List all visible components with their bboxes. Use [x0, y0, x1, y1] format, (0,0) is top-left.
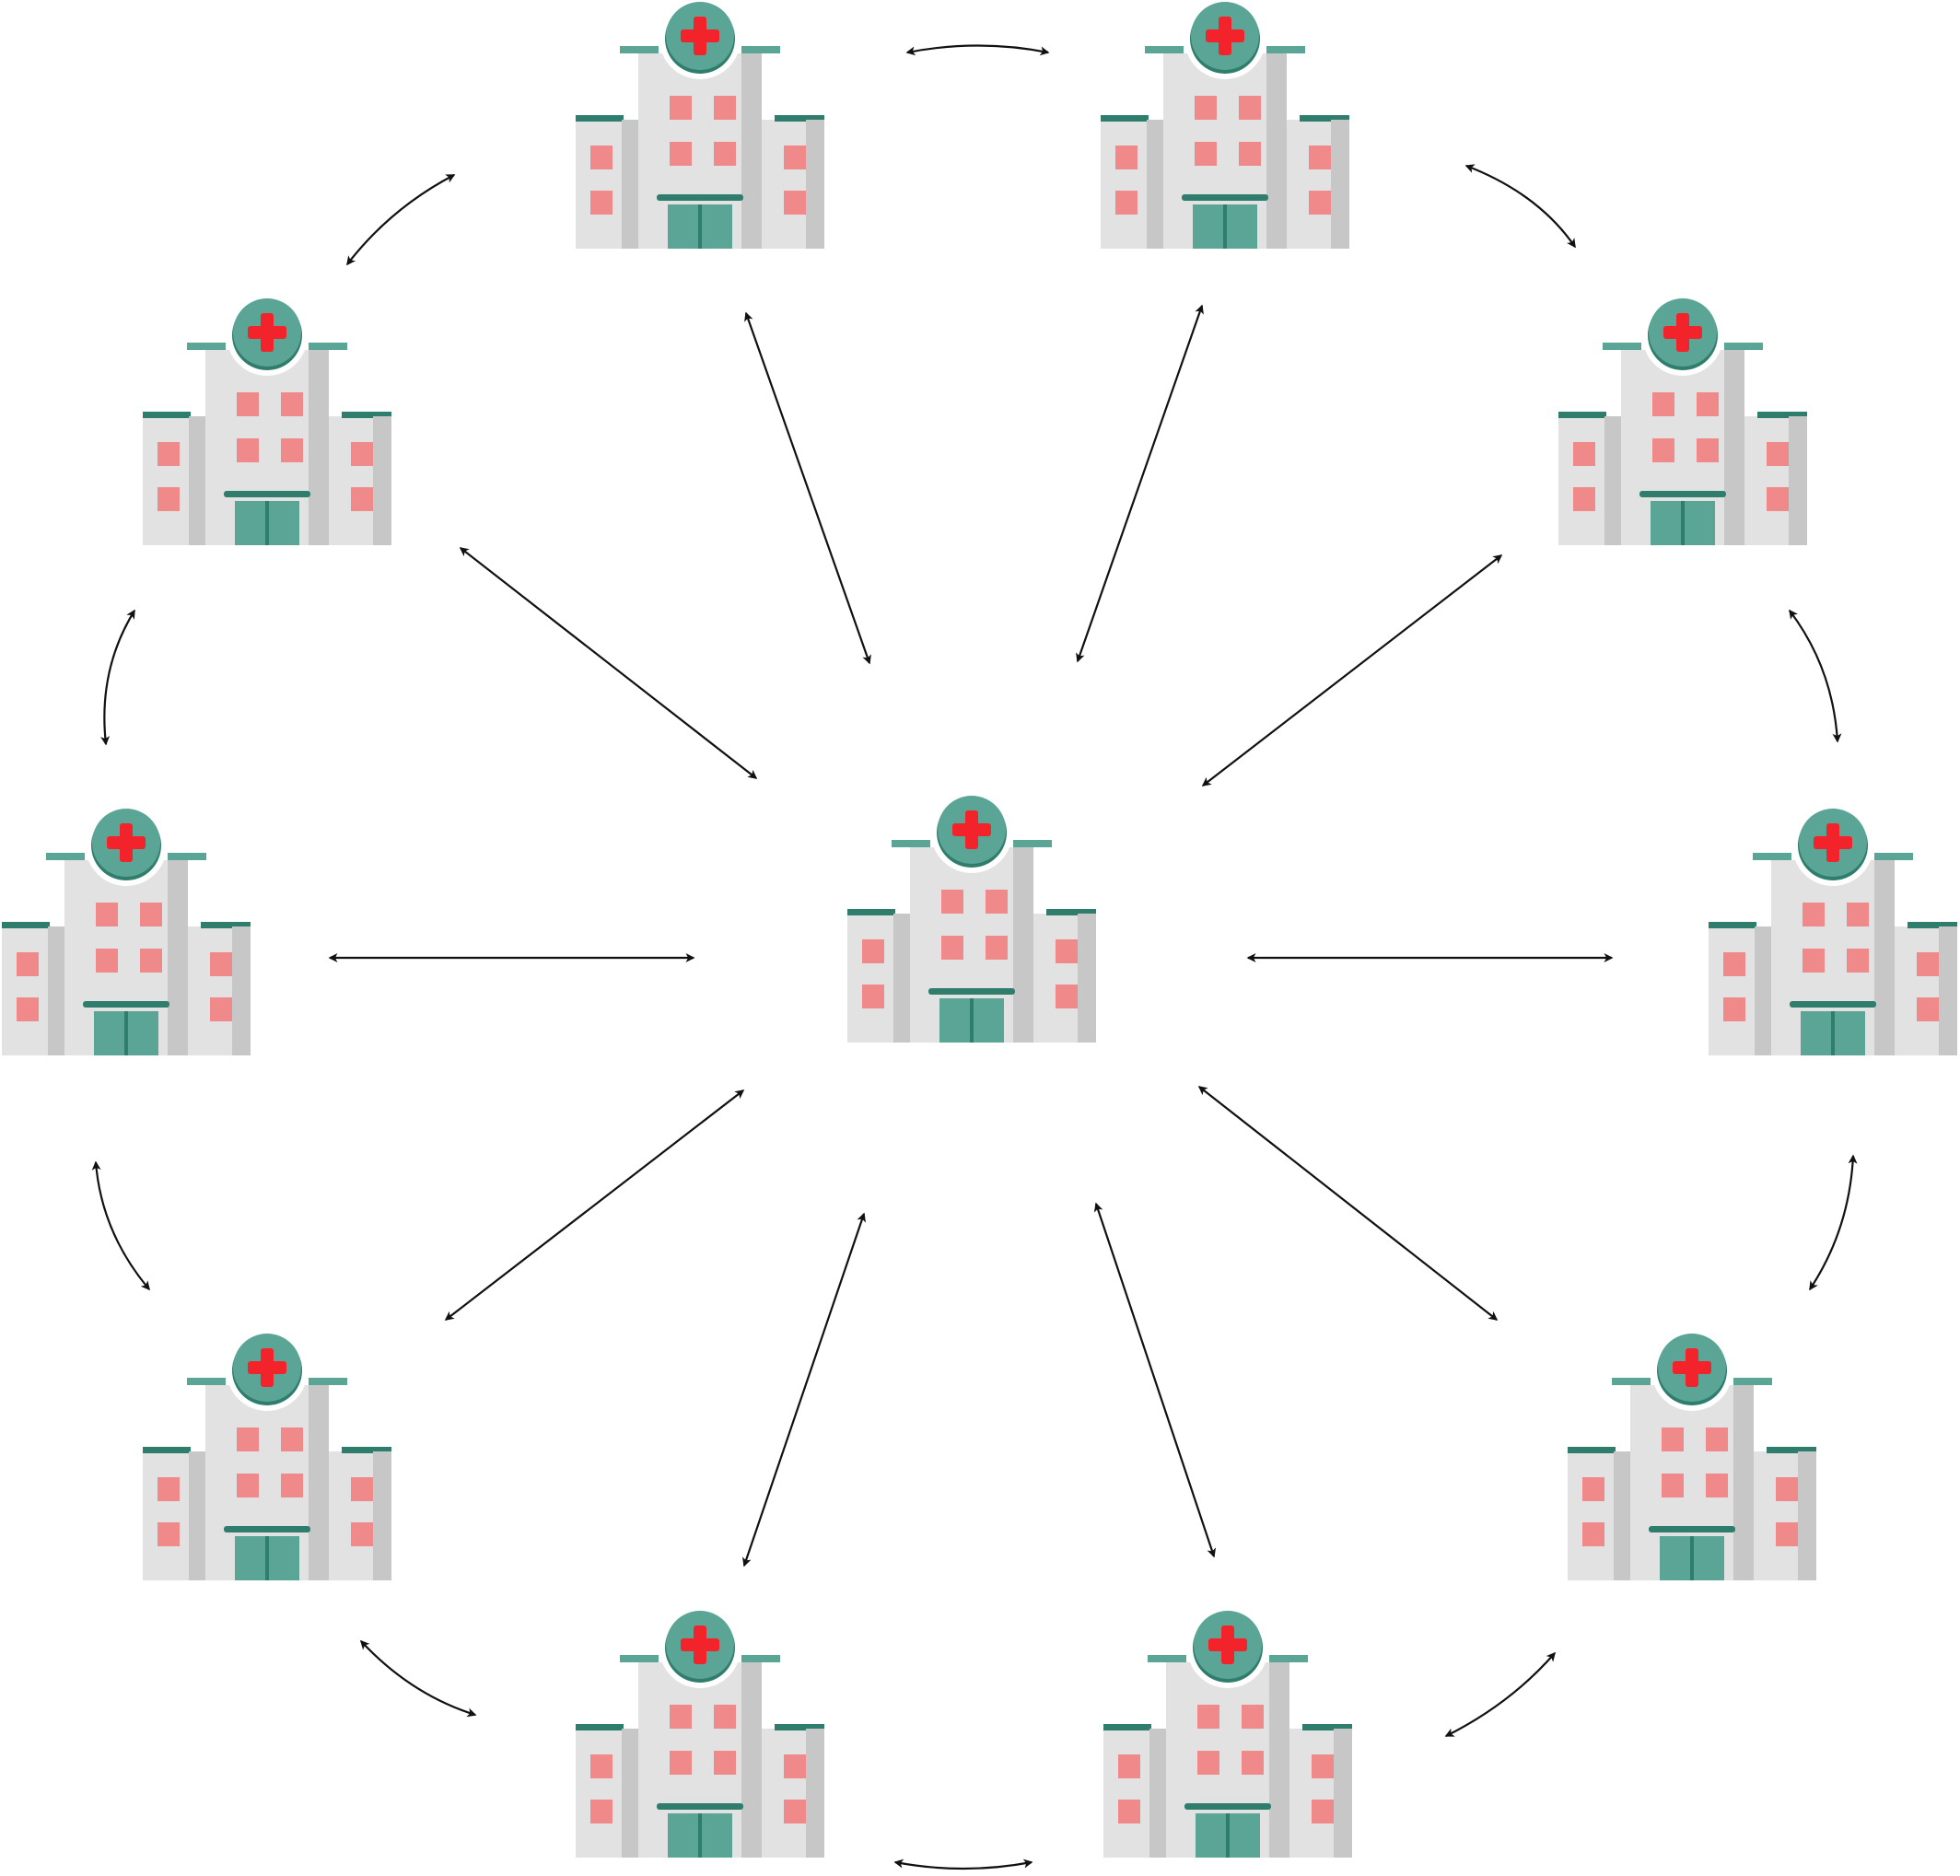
arrow-central-bottom-right — [1093, 1202, 1217, 1558]
hospital-icon — [1709, 805, 1957, 1055]
red-cross-icon — [1814, 823, 1852, 862]
hospital-icon — [143, 1330, 391, 1580]
arrow-central-top-right — [1076, 304, 1204, 663]
red-cross-icon — [1673, 1348, 1711, 1387]
curved-arrow-lower-right-bottom-right — [1444, 1651, 1556, 1737]
hospital-icon — [2, 805, 251, 1055]
red-cross-icon — [1206, 17, 1244, 55]
hospital-icon — [1103, 1607, 1352, 1858]
arrow-central-bottom-left — [742, 1212, 866, 1567]
arrow-central-top-left — [744, 311, 871, 665]
red-cross-icon — [681, 17, 719, 55]
connections — [91, 44, 1858, 1870]
arrow-central-lower-left — [444, 1089, 745, 1321]
red-cross-icon — [107, 823, 146, 862]
hospital-icon — [576, 1607, 824, 1858]
hospital-icon — [847, 792, 1096, 1043]
curved-arrow-lower-left-left — [91, 1160, 150, 1291]
red-cross-icon — [248, 1348, 286, 1387]
arrow-central-upper-right — [1201, 554, 1503, 787]
curved-arrow-upper-right-right — [1789, 609, 1842, 743]
curved-arrow-right-lower-right — [1809, 1154, 1858, 1291]
red-cross-icon — [1208, 1625, 1247, 1664]
red-cross-icon — [248, 313, 286, 352]
arrow-central-upper-left — [459, 547, 758, 779]
hospital-icon — [1558, 295, 1807, 545]
hospital-icon — [1568, 1330, 1816, 1580]
curved-arrow-upper-left-top-left — [346, 174, 456, 266]
curved-arrow-top-left-top-right — [905, 44, 1050, 56]
curved-arrow-top-right-upper-right — [1464, 164, 1576, 249]
red-cross-icon — [1663, 313, 1702, 352]
red-cross-icon — [952, 810, 991, 849]
curved-arrow-bottom-right-bottom-left — [893, 1859, 1033, 1870]
hospital-icon — [576, 0, 824, 249]
arrow-central-lower-right — [1197, 1086, 1499, 1321]
hospital-icon — [1101, 0, 1349, 249]
curved-arrow-left-upper-left — [100, 609, 135, 746]
red-cross-icon — [681, 1625, 719, 1664]
curved-arrow-bottom-left-lower-left — [359, 1639, 477, 1718]
hospital-icon — [143, 295, 391, 545]
